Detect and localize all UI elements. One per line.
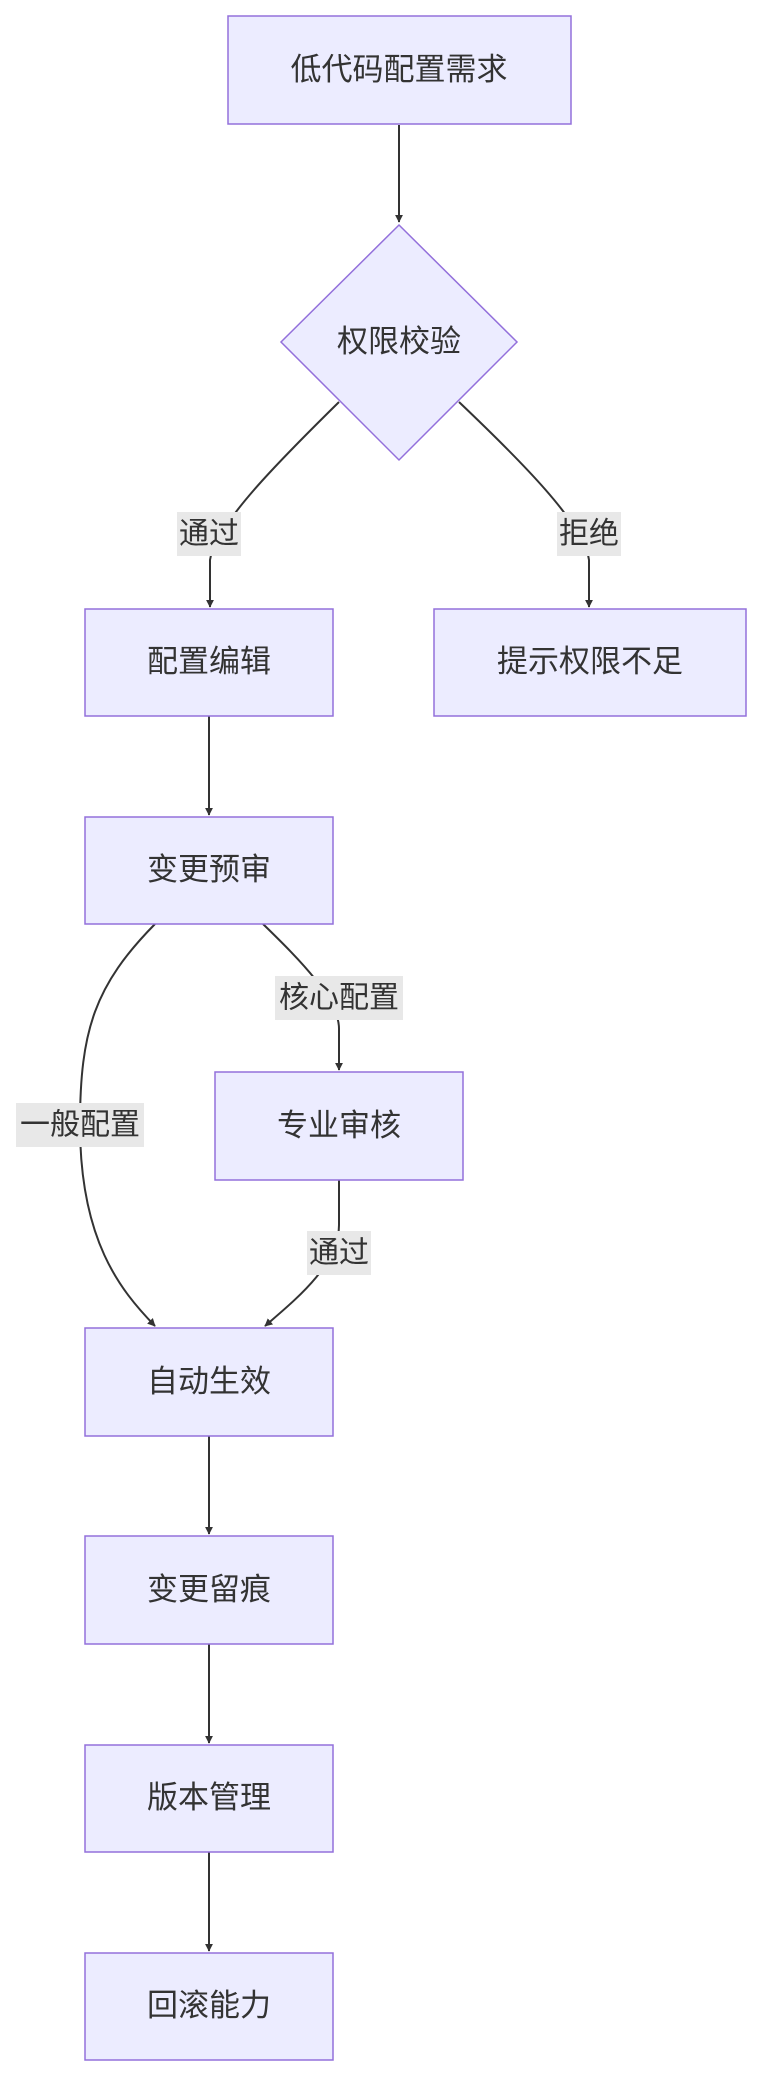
node-config-edit: 配置编辑 [84,608,334,717]
edge-label-pass: 通过 [177,512,241,556]
node-expert-review: 专业审核 [214,1071,464,1181]
node-change-prereview: 变更预审 [84,816,334,925]
edge-permission-check-to-insufficient [458,401,593,608]
svg-text:拒绝: 拒绝 [559,517,619,552]
svg-text:通过: 通过 [179,517,239,552]
node-auto-apply: 自动生效 [84,1327,334,1437]
edge-label-reject: 拒绝 [557,512,621,556]
svg-text:通过: 通过 [309,1236,369,1271]
svg-text:提示权限不足: 提示权限不足 [497,644,683,680]
node-rollback: 回滚能力 [84,1952,334,2061]
edge-expert-review-to-auto-apply [264,1180,340,1327]
edge-permission-check-to-config-edit [206,401,340,608]
svg-text:变更留痕: 变更留痕 [147,1572,271,1608]
svg-text:低代码配置需求: 低代码配置需求 [291,52,508,88]
node-permission-check: 权限校验 [279,223,519,462]
svg-text:一般配置: 一般配置 [20,1108,140,1143]
node-version-mgmt: 版本管理 [84,1744,334,1853]
node-insufficient-permission: 提示权限不足 [433,608,747,717]
svg-text:权限校验: 权限校验 [337,324,461,360]
node-change-trace: 变更留痕 [84,1535,334,1645]
svg-text:回滚能力: 回滚能力 [147,1988,271,2024]
svg-text:版本管理: 版本管理 [147,1780,271,1816]
node-requirement: 低代码配置需求 [227,15,572,125]
svg-text:自动生效: 自动生效 [147,1364,271,1400]
svg-text:变更预审: 变更预审 [147,852,271,888]
svg-text:配置编辑: 配置编辑 [147,644,271,680]
edge-label-general-config: 一般配置 [16,1103,144,1147]
svg-text:核心配置: 核心配置 [279,981,399,1016]
svg-text:专业审核: 专业审核 [277,1108,401,1144]
edge-label-review-pass: 通过 [307,1231,371,1275]
edge-label-core-config: 核心配置 [275,976,403,1020]
